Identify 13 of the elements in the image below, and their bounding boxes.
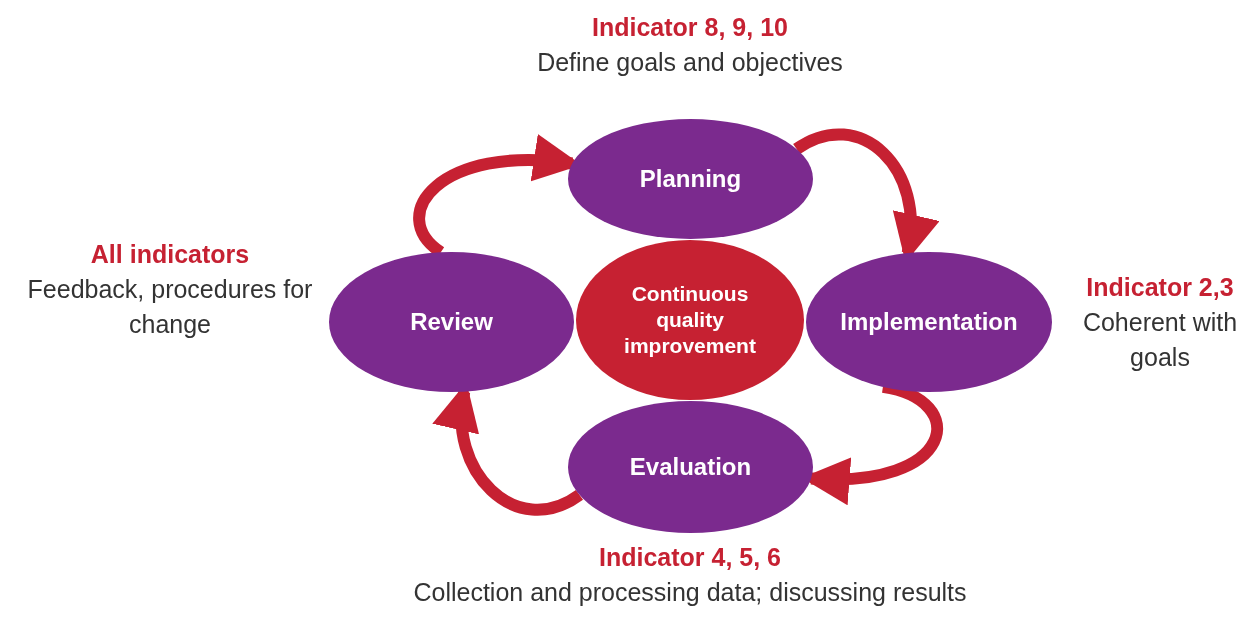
indicator-heading: Indicator 4, 5, 6 (598, 542, 782, 573)
description-text: Define goals and objectives (536, 47, 844, 78)
description-text: Feedback, procedures for change (26, 274, 314, 340)
description-text: Coherent with goals (1081, 307, 1239, 373)
node-label: Evaluation (629, 452, 752, 483)
indicator-heading: All indicators (89, 239, 251, 270)
node-label: Review (410, 307, 493, 338)
node-label: Continuous quality improvement (623, 280, 757, 360)
indicator-heading: Indicator 2,3 (1085, 272, 1235, 303)
indicator-heading: Indicator 8, 9, 10 (591, 12, 789, 43)
node-label: Implementation (840, 307, 1018, 338)
node-label: Planning (639, 164, 742, 195)
description-text: Collection and processing data; discussing results (412, 577, 968, 608)
